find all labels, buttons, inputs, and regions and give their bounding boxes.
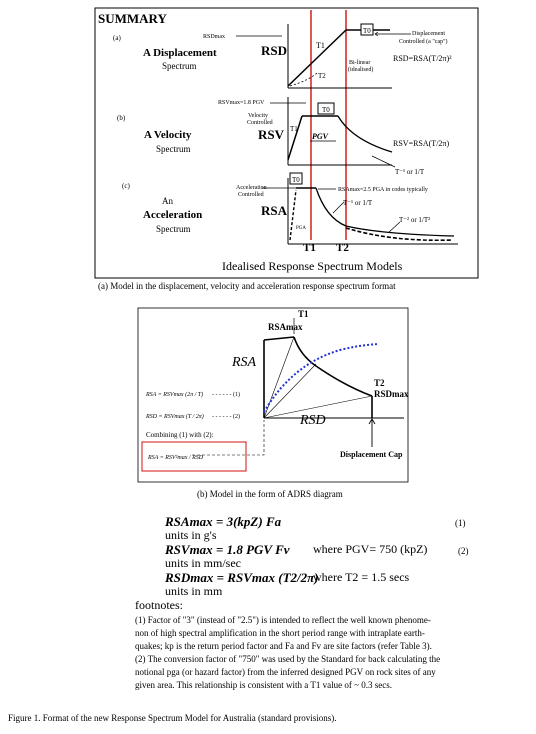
footnote-2-line-1: (2) The conversion factor of "750" was u… <box>135 654 441 664</box>
adrs-rsd-axis: RSD <box>299 413 326 428</box>
label-displacement: A Displacement <box>143 47 217 59</box>
equation-1-units: units in g's <box>165 528 217 542</box>
acc-controlled-label: Acceleration <box>236 185 267 191</box>
disp-t2-label: T2 <box>318 72 326 80</box>
tag-b: (b) <box>117 114 126 122</box>
equation-3: RSDmax = RSVmax (T2/2π) <box>165 570 319 585</box>
label-vel-spectrum: Spectrum <box>156 144 191 154</box>
footnote-2-line-2: notional pga (or hazard factor) from the… <box>135 667 436 677</box>
rsv-axis-label: RSV <box>258 127 285 142</box>
equation-3-where: where T2 = 1.5 secs <box>313 570 410 584</box>
footnote-2-line-3: given area. This relationship is consist… <box>135 680 392 690</box>
adrs-eq1: RSA = RSVmax (2π / T) <box>145 391 203 398</box>
adrs-eq2: RSD = RSVmax (T / 2π) <box>145 413 204 420</box>
acc-t2-axis: T2 <box>336 242 349 254</box>
equation-1: RSAmax = 3(kpZ) Fa <box>165 514 282 529</box>
vel-controlled-label-2: Controlled <box>247 120 273 126</box>
disp-cap-label: Displacement <box>412 31 445 37</box>
acc-t-inv-label: T⁻¹ or 1/T <box>343 199 373 207</box>
summary-panel: SUMMARY (a) A Displacement Spectrum (b) … <box>94 7 479 279</box>
displacement-subplot: T0 RSD RSDmax T1 T2 Bi-linear (idealised… <box>203 23 452 89</box>
adrs-rsa-max: RSAmax <box>268 322 303 332</box>
rsv-formula: RSV=RSA(T/2π) <box>393 139 449 148</box>
figure-caption: Figure 1. Format of the new Response Spe… <box>8 713 337 723</box>
adrs-disp-cap: Displacement Cap <box>340 450 403 459</box>
summary-title: SUMMARY <box>98 11 167 26</box>
acceleration-subplot: T0 RSA Acceleration Controlled RSAmax=2.… <box>236 172 458 254</box>
adrs-eq2-tag: - - - - - - (2) <box>212 413 240 420</box>
rsd-formula: RSD=RSA(T/2π)² <box>393 54 452 63</box>
summary-caption: Idealised Response Spectrum Models <box>222 259 403 273</box>
adrs-eq1-tag: - - - - - - (1) <box>212 391 240 398</box>
footnote-1-line-1: (1) Factor of "3" (instead of "2.5") is … <box>135 615 431 625</box>
disp-cap-label-2: Controlled (a "cap") <box>399 38 448 45</box>
adrs-t1: T1 <box>298 309 309 319</box>
label-disp-spectrum: Spectrum <box>162 61 197 71</box>
tag-c: (c) <box>122 182 130 190</box>
vel-t-inv-label: T⁻¹ or 1/T <box>395 168 425 176</box>
rsd-axis-label: RSD <box>261 43 287 58</box>
adrs-t2: T2 <box>374 378 385 388</box>
disp-t1-label: T1 <box>316 41 325 50</box>
adrs-rsa-axis: RSA <box>231 355 257 370</box>
vel-controlled-label: Velocity <box>248 113 268 119</box>
tag-a: (a) <box>113 34 121 42</box>
acc-t1-axis: T1 <box>303 242 316 254</box>
acc-controlled-label-2: Controlled <box>238 192 264 198</box>
footnotes-title: footnotes: <box>135 598 183 612</box>
rsv-max-label: RSVmax=1.8 PGV <box>218 100 265 106</box>
footnote-1-line-2: non of high spectral amplification in th… <box>135 628 425 638</box>
footnotes-body: (1) Factor of "3" (instead of "2.5") is … <box>135 614 505 692</box>
adrs-panel: T1 RSAmax RSA T2 RSDmax RSD Displacement… <box>137 307 409 483</box>
equation-2-units: units in mm/sec <box>165 556 241 570</box>
adrs-rsd-max: RSDmax <box>374 389 409 399</box>
caption-a: (a) Model in the displacement, velocity … <box>98 281 396 291</box>
label-an: An <box>162 196 173 206</box>
acc-t0-box: T0 <box>292 176 300 184</box>
vel-t1-label: T1 <box>290 125 298 133</box>
equation-3-units: units in mm <box>165 584 223 598</box>
rsa-axis-label: RSA <box>261 203 288 218</box>
rsd-max-label: RSDmax <box>203 34 225 40</box>
pgv-label: PGV <box>312 132 329 141</box>
bilinear-idealised: (idealised) <box>348 66 373 73</box>
caption-b: (b) Model in the form of ADRS diagram <box>197 489 343 499</box>
vel-t0-box: T0 <box>322 106 330 114</box>
adrs-combining: Combining (1) with (2): <box>146 431 214 439</box>
equation-2-number: (2) <box>458 546 469 556</box>
label-velocity: A Velocity <box>144 129 192 141</box>
footnote-1-line-3: quakes; kp is the return period factor a… <box>135 641 432 651</box>
rsa-max-note: RSAmax=2.5 PGA in codes typically <box>338 187 428 193</box>
adrs-combined: RSA = RSV²max / RSD <box>147 455 204 461</box>
equation-2-where: where PGV= 750 (kpZ) <box>313 542 428 556</box>
pga-label: PGA <box>296 226 306 231</box>
equation-1-number: (1) <box>455 518 466 528</box>
equation-2: RSVmax = 1.8 PGV Fv <box>165 542 290 557</box>
acc-t-inv-sq-label: T⁻² or 1/T² <box>399 216 430 224</box>
bilinear-label: Bi-linear <box>349 60 370 66</box>
label-acc-spectrum: Spectrum <box>156 224 191 234</box>
disp-t0-box: T0 <box>363 27 371 35</box>
label-acceleration: Acceleration <box>143 209 202 221</box>
velocity-subplot: T0 RSV RSVmax=1.8 PGV Velocity Controlle… <box>218 97 449 176</box>
